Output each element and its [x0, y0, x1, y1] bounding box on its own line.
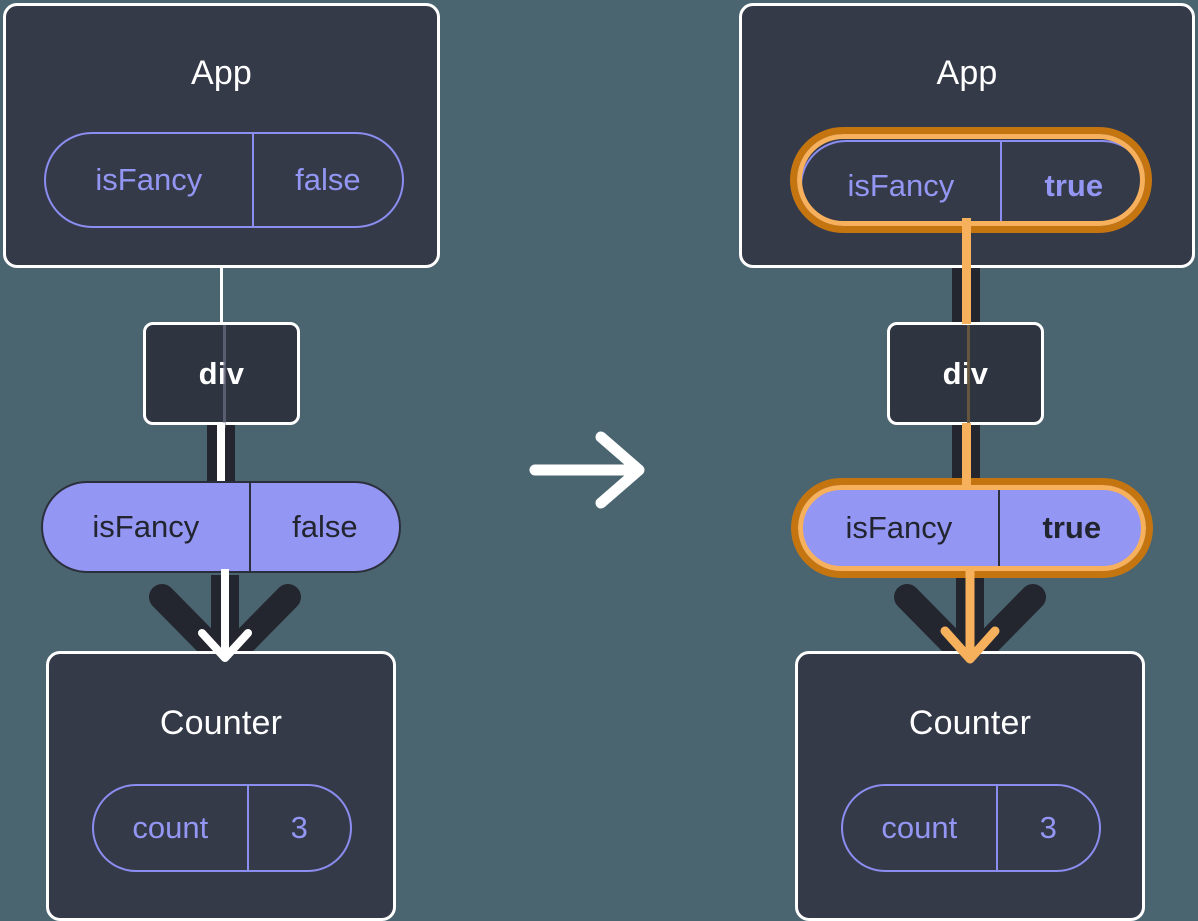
- prop-pill-name: isFancy: [845, 510, 953, 545]
- prop-pill[interactable]: isFancy false: [41, 481, 401, 573]
- connector-app-to-div-inner: [962, 218, 971, 324]
- div-tag-box: div: [887, 322, 1044, 428]
- div-tag-label: div: [942, 355, 989, 391]
- counter-component-box: Counter count 3: [46, 651, 396, 921]
- app-state-pill[interactable]: isFancy true: [800, 140, 1148, 232]
- app-state-pill-name: isFancy: [847, 168, 955, 203]
- right-arrow-icon: [529, 431, 645, 509]
- arrow-accent-svg: [940, 569, 1000, 664]
- div-tag-box: div: [143, 322, 300, 428]
- div-tag-label: div: [198, 355, 245, 391]
- transition-arrow: [525, 425, 655, 515]
- prop-pill[interactable]: isFancy true: [798, 485, 1146, 571]
- counter-state-pill[interactable]: count 3: [841, 784, 1101, 872]
- counter-title: Counter: [159, 704, 283, 742]
- panel-before: App isFancy false div isFancy false: [3, 3, 440, 921]
- div-internal-line: [223, 325, 226, 428]
- counter-state-pill-value: 3: [246, 786, 350, 870]
- counter-state-pill[interactable]: count 3: [92, 784, 352, 872]
- counter-state-pill-name: count: [132, 810, 209, 845]
- connector-div-to-prop-inner: [217, 423, 225, 487]
- app-state-pill-value: true: [999, 142, 1146, 230]
- div-internal-line: [967, 325, 970, 428]
- app-state-pill-name: isFancy: [95, 162, 203, 197]
- prop-pill-value: false: [248, 483, 399, 571]
- arrow-prop-to-counter-accent: [140, 565, 310, 675]
- app-state-pill-value: false: [251, 134, 402, 226]
- connector-app-to-div: [220, 266, 223, 324]
- arrow-prop-to-counter-accent: [885, 565, 1055, 675]
- prop-pill-value: true: [997, 487, 1144, 569]
- app-state-pill[interactable]: isFancy false: [44, 132, 404, 228]
- counter-state-pill-name: count: [881, 810, 958, 845]
- app-title: App: [936, 54, 998, 92]
- connector-div-to-prop-inner: [962, 423, 971, 487]
- counter-component-box: Counter count 3: [795, 651, 1145, 921]
- prop-pill-name: isFancy: [92, 509, 200, 544]
- app-title: App: [190, 54, 253, 92]
- counter-title: Counter: [908, 704, 1032, 742]
- panel-after: App isFancy true div isFancy true: [599, 0, 1198, 921]
- counter-state-pill-value: 3: [995, 786, 1099, 870]
- app-component-box: App isFancy false: [3, 3, 440, 268]
- arrow-accent-svg: [198, 569, 252, 662]
